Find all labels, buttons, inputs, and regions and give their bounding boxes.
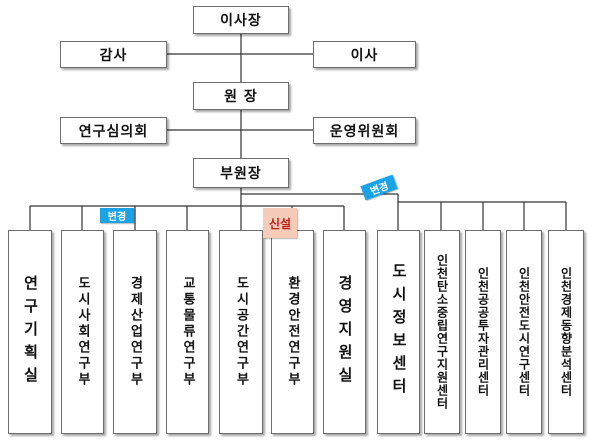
research-council-label: 연구심의회 <box>78 123 149 140</box>
changed-badge-label: 변경 <box>107 212 127 223</box>
dept-management-support: 경영지원실 <box>323 230 366 434</box>
dept-label: 교통물류연구부 <box>180 276 195 388</box>
dept-label: 도시사회연구부 <box>75 276 90 388</box>
chairman-box: 이사장 <box>193 6 289 34</box>
center-carbon-neutral: 인천탄소중립연구지원센터 <box>424 230 460 434</box>
dept-label: 인천경제동향분석센터 <box>559 267 573 397</box>
director-box: 이사 <box>313 41 416 68</box>
dept-label: 도시공간연구부 <box>233 276 249 388</box>
new-badge-label: 신설 <box>268 216 292 231</box>
changed-badge: 변경 <box>100 208 134 223</box>
dept-urban-society: 도시사회연구부 <box>61 230 104 434</box>
dept-economy-industry: 경제산업연구부 <box>113 230 157 434</box>
center-safe-city: 인천안전도시연구센터 <box>506 230 542 434</box>
dept-label: 경영지원실 <box>336 274 354 390</box>
center-public-investment: 인천공공투자관리센터 <box>465 230 501 434</box>
dept-planning-office: 연구기획실 <box>8 230 52 434</box>
dept-label: 연구기획실 <box>21 274 40 390</box>
center-economic-trends: 인천경제동향분석센터 <box>548 230 584 434</box>
dept-label: 인천공공투자관리센터 <box>476 267 490 397</box>
auditor-box: 감사 <box>60 41 167 68</box>
new-badge: 신설 <box>263 208 297 238</box>
dept-label: 도시정보센터 <box>390 263 408 401</box>
center-urban-info: 도시정보센터 <box>377 230 420 434</box>
dept-environment-safety: 환경안전연구부 <box>271 230 314 434</box>
vice-president-label: 부원장 <box>220 166 262 182</box>
vice-president-box: 부원장 <box>193 158 289 188</box>
steering-committee-box: 운영위원회 <box>313 117 416 144</box>
dept-transport-logistics: 교통물류연구부 <box>166 230 209 434</box>
dept-label: 인천안전도시연구센터 <box>517 267 531 397</box>
dept-label: 인천탄소중립연구지원센터 <box>435 254 449 410</box>
research-council-box: 연구심의회 <box>60 117 167 144</box>
president-box: 원 장 <box>193 82 289 110</box>
director-label: 이사 <box>350 47 379 64</box>
dept-urban-space: 도시공간연구부 <box>219 230 263 434</box>
dept-label: 환경안전연구부 <box>285 276 300 388</box>
dept-label: 경제산업연구부 <box>127 276 143 388</box>
steering-committee-label: 운영위원회 <box>329 123 400 140</box>
chairman-label: 이사장 <box>220 13 262 29</box>
president-label: 원 장 <box>224 89 258 105</box>
auditor-label: 감사 <box>99 47 128 64</box>
